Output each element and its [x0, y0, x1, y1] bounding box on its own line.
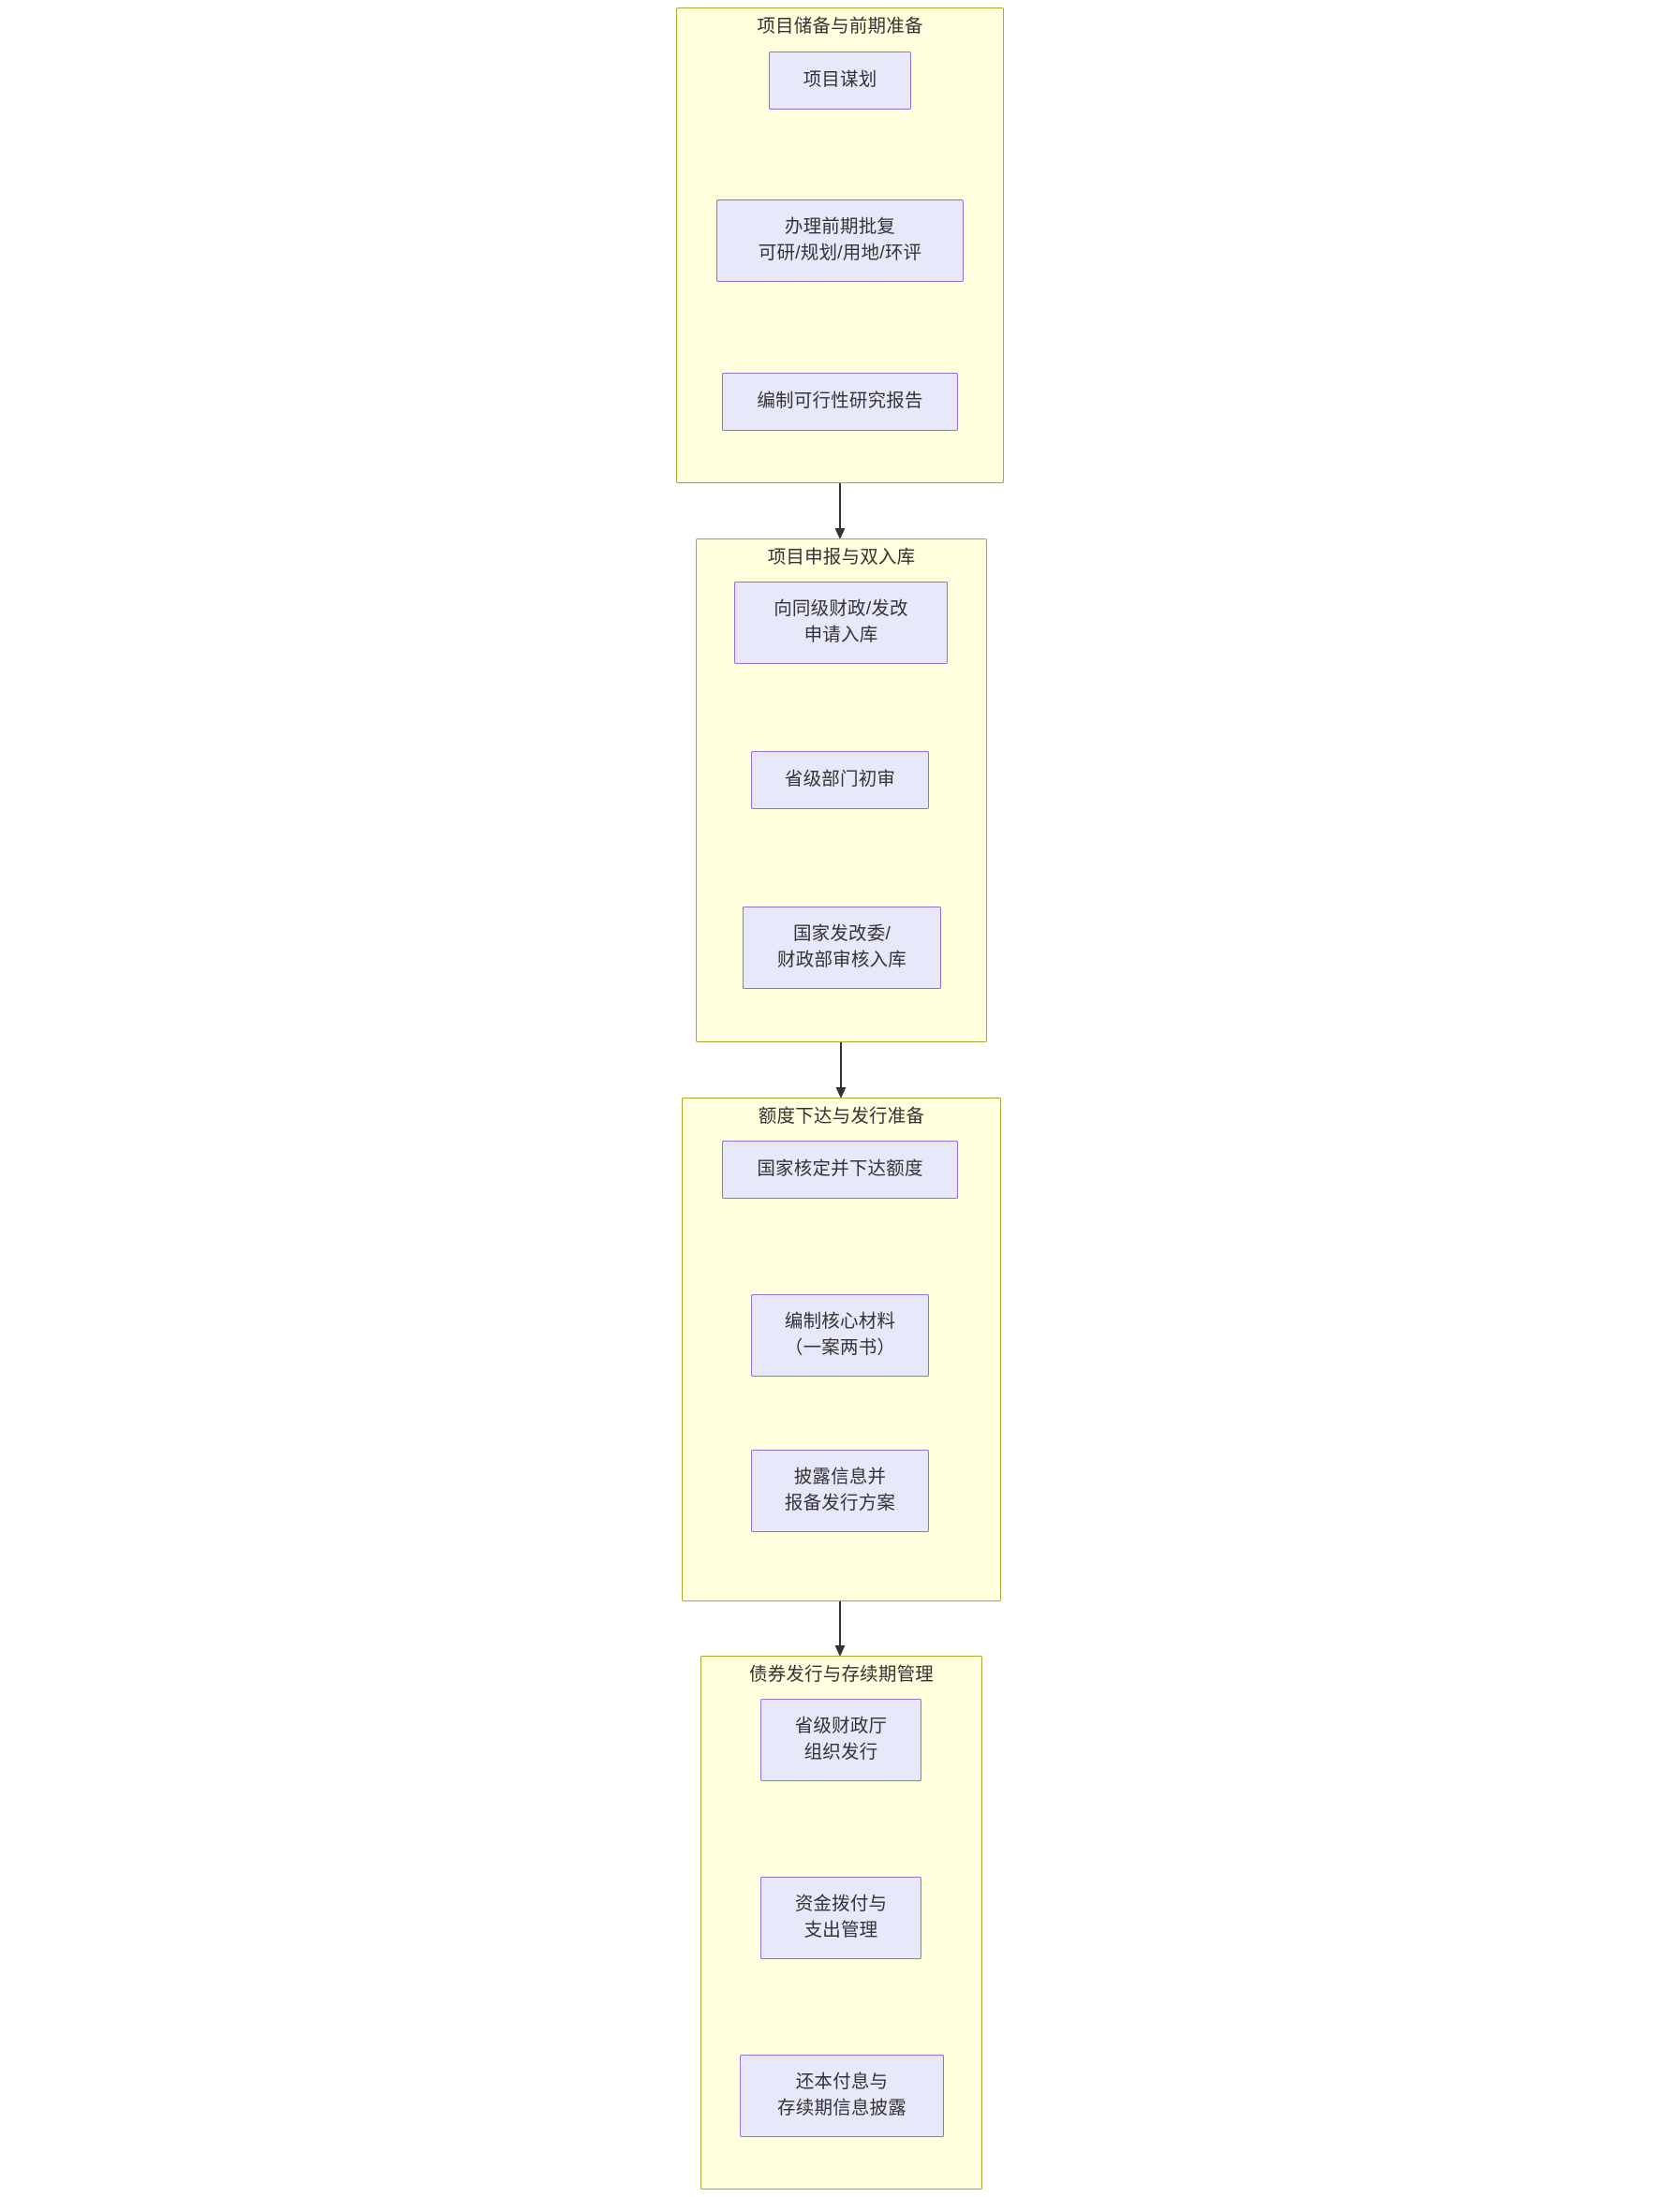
process-node-n8[interactable]: 编制核心材料 （一案两书）	[751, 1294, 929, 1377]
node-label: 省级部门初审	[784, 769, 896, 790]
node-label: 办理前期批复 可研/规划/用地/环评	[758, 216, 922, 263]
subgraph-title: 债券发行与存续期管理	[748, 1664, 934, 1685]
node-label: 还本付息与 存续期信息披露	[777, 2072, 906, 2118]
node-label: 向同级财政/发改 申请入库	[774, 598, 908, 645]
process-node-n3[interactable]: 编制可行性研究报告	[722, 373, 958, 431]
node-label: 项目谋划	[803, 69, 877, 91]
process-node-n1[interactable]: 项目谋划	[769, 52, 911, 110]
node-label: 编制可行性研究报告	[757, 391, 923, 412]
node-label: 编制核心材料 （一案两书）	[784, 1311, 896, 1358]
process-node-n9[interactable]: 披露信息并 报备发行方案	[751, 1450, 929, 1532]
node-label: 披露信息并 报备发行方案	[784, 1467, 896, 1513]
node-label: 国家发改委/ 财政部审核入库	[777, 923, 906, 970]
node-label: 国家核定并下达额度	[757, 1158, 923, 1180]
process-node-n5[interactable]: 省级部门初审	[751, 751, 929, 809]
node-label: 资金拨付与 支出管理	[794, 1894, 888, 1940]
subgraph-title: 项目储备与前期准备	[757, 16, 923, 37]
process-node-n7[interactable]: 国家核定并下达额度	[722, 1141, 958, 1199]
subgraph-title: 额度下达与发行准备	[758, 1106, 925, 1127]
process-node-n12[interactable]: 还本付息与 存续期信息披露	[740, 2055, 944, 2137]
process-node-n11[interactable]: 资金拨付与 支出管理	[760, 1877, 921, 1959]
process-node-n4[interactable]: 向同级财政/发改 申请入库	[734, 582, 948, 664]
process-node-n2[interactable]: 办理前期批复 可研/规划/用地/环评	[716, 199, 964, 282]
process-node-n10[interactable]: 省级财政厅 组织发行	[760, 1699, 921, 1781]
process-node-n6[interactable]: 国家发改委/ 财政部审核入库	[743, 907, 941, 989]
node-label: 省级财政厅 组织发行	[794, 1716, 888, 1762]
subgraph-title: 项目申报与双入库	[767, 547, 916, 568]
